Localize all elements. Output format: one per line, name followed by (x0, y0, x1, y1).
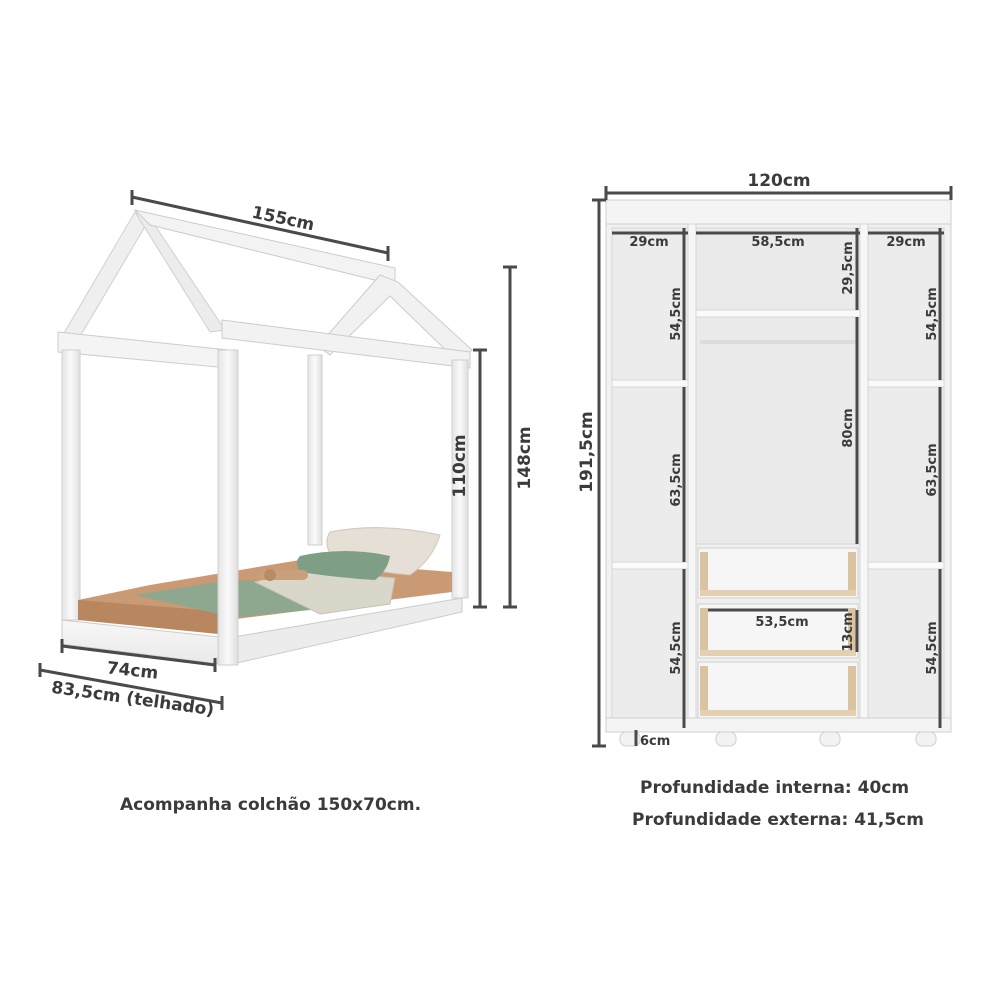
drawer-3 (697, 661, 859, 719)
hanging-rod (700, 340, 856, 344)
wardrobe-depth-external: Profundidade externa: 41,5cm (632, 810, 924, 830)
wardrobe-center-column (695, 227, 861, 545)
right-shelf-1 (867, 379, 945, 388)
bed-back-gable (59, 211, 151, 346)
hanging-height-label: 80cm (841, 408, 856, 447)
left-shelf-2 (611, 561, 689, 570)
top-center-width-label: 58,5cm (751, 235, 804, 250)
wardrobe-right-column (867, 227, 945, 729)
bed-post-back-left (61, 349, 81, 621)
bed-mattress-caption: Acompanha colchão 150x70cm. (120, 795, 422, 815)
left-shelf-1 (611, 379, 689, 388)
bed-roof-width-label: 83,5cm (telhado) (50, 678, 215, 721)
bed-left-rail (57, 331, 229, 369)
wardrobe-width-label: 120cm (747, 171, 810, 191)
bed-inner-height-label: 110cm (450, 434, 470, 497)
drawer-height-label: 13cm (841, 612, 856, 651)
bed-right-rail (221, 319, 471, 369)
wardrobe-dimension-lines (592, 186, 953, 748)
left-mid-height-label: 63,5cm (669, 453, 684, 506)
top-left-width-label: 29cm (629, 235, 668, 250)
wardrobe-left-column (611, 227, 689, 729)
bed-total-height-label: 148cm (515, 426, 535, 489)
right-upper-height-label: 54,5cm (925, 287, 940, 340)
drawer-width-label: 53,5cm (755, 615, 808, 630)
left-upper-height-label: 54,5cm (669, 287, 684, 340)
left-lower-height-label: 54,5cm (669, 621, 684, 674)
bed-post-back-right (307, 354, 323, 546)
drawer-2 (697, 603, 859, 659)
drawers (697, 547, 859, 719)
bed-pillow-green (297, 551, 390, 580)
right-lower-height-label: 54,5cm (925, 621, 940, 674)
wardrobe-height-label: 191,5cm (577, 411, 597, 493)
right-shelf-2 (867, 561, 945, 570)
wardrobe-top (605, 199, 952, 225)
foot-height-label: 6cm (640, 734, 670, 749)
bed-width-label: 74cm (106, 658, 159, 683)
wardrobe-depth-internal: Profundidade interna: 40cm (640, 778, 910, 798)
house-bed-illustration (57, 209, 473, 666)
right-mid-height-label: 63,5cm (925, 443, 940, 496)
bed-dimension-lines (38, 190, 517, 710)
center-shelf (695, 309, 861, 318)
top-center-height-label: 29,5cm (841, 241, 856, 294)
wardrobe-illustration (605, 199, 952, 747)
bed-post-front-left (217, 349, 239, 666)
top-right-width-label: 29cm (886, 235, 925, 250)
drawer-1 (697, 547, 859, 599)
